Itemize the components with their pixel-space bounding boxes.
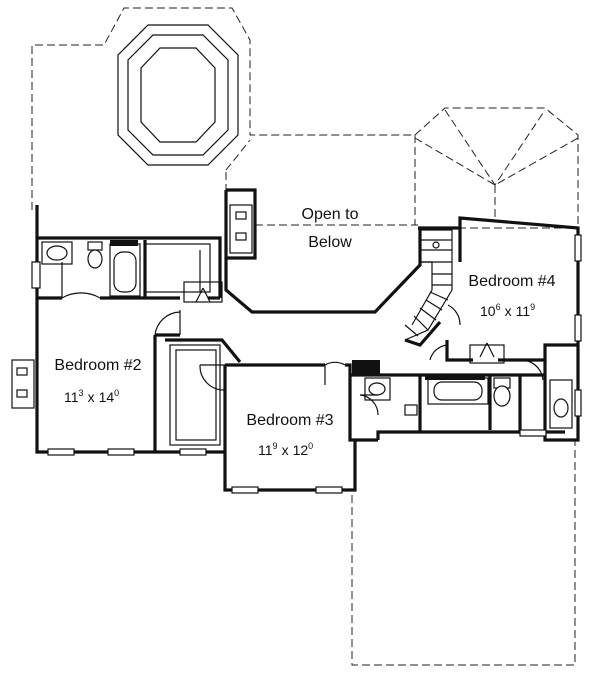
right-bath-fixtures <box>352 360 573 429</box>
walls <box>35 188 580 492</box>
staircase <box>404 229 453 341</box>
open-to-below-label: Open to Below <box>302 206 359 251</box>
roof-outline <box>31 7 579 666</box>
room-name: Bedroom #2 <box>54 357 141 374</box>
left-bath-fixtures <box>41 240 211 297</box>
door-swings <box>61 262 544 416</box>
open-to-below-line1: Open to <box>302 206 359 223</box>
ceiling-octagon <box>117 24 239 166</box>
open-to-below-line2: Below <box>308 234 352 251</box>
closets <box>169 281 505 446</box>
room-name: Bedroom #3 <box>246 412 333 429</box>
windows <box>31 234 582 494</box>
wall-fixtures <box>11 204 253 409</box>
room-name: Bedroom #4 <box>468 273 555 290</box>
